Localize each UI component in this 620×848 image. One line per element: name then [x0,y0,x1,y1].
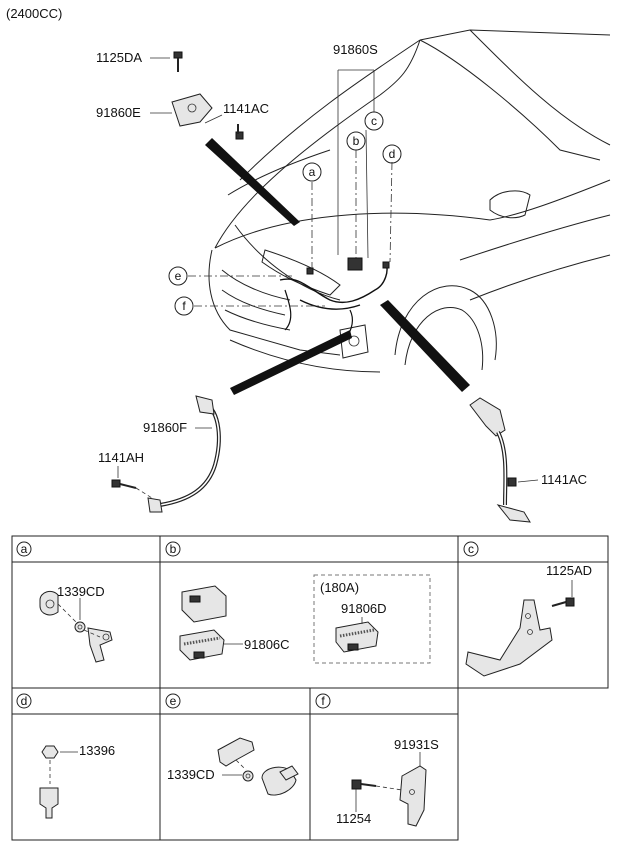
bolt-icon [507,477,517,487]
svg-text:d: d [21,694,28,708]
bolt-icon [173,51,183,72]
svg-text:a: a [21,542,28,556]
part-label-91860E: 91860E [96,105,141,120]
battery-terminal-icon [171,93,213,127]
panel-b-part-91806C: 91806C [244,637,290,652]
panel-f-drawing [351,765,427,827]
callout-d: d [382,144,402,164]
panel-e-part-1339CD: 1339CD [167,767,215,782]
engine-label: (2400CC) [6,6,62,21]
variant-box-180A [313,574,431,664]
svg-text:e: e [170,694,177,708]
part-label-91860S: 91860S [333,42,378,57]
callout-a: a [302,162,322,182]
panel-a-header: a [16,541,32,557]
svg-text:d: d [389,147,396,161]
bolt-icon [235,124,244,140]
car-illustration [188,29,611,395]
panel-e-header: e [165,693,181,709]
panel-b-part-91806D: 91806D [341,601,387,616]
panel-f-part-11254: 11254 [336,811,371,826]
panel-a-drawing [39,590,113,663]
callout-b: b [346,131,366,151]
svg-text:f: f [182,299,186,313]
ground-cable-91860F [147,395,221,513]
panel-a-part-1339CD: 1339CD [57,584,105,599]
svg-text:e: e [175,269,182,283]
bolt-icon [111,479,153,499]
callout-e: e [168,266,188,286]
svg-text:f: f [321,694,325,708]
svg-text:c: c [371,114,377,128]
part-label-1125DA: 1125DA [96,50,142,65]
svg-text:a: a [309,165,316,179]
panel-d-drawing [39,745,59,819]
part-label-1141AC-top: 1141AC [223,101,269,116]
panel-d-part-13396: 13396 [79,743,115,758]
callout-f: f [174,296,194,316]
svg-text:c: c [468,542,474,556]
panel-f-header: f [315,693,331,709]
panel-b-variant-label: (180A) [320,580,359,595]
detail-grid [11,535,609,841]
part-label-1141AH: 1141AH [98,450,144,465]
svg-text:b: b [353,134,360,148]
part-label-1141AC-right: 1141AC [541,472,587,487]
panel-f-part-91931S: 91931S [394,737,439,752]
panel-b-drawing [179,585,227,661]
panel-b-variant-drawing [335,617,379,653]
panel-c-part-1125AD: 1125AD [546,563,592,578]
panel-e-drawing [217,737,299,796]
panel-c-header: c [463,541,479,557]
panel-d-header: d [16,693,32,709]
svg-text:b: b [170,542,177,556]
ground-cable-right [469,397,531,523]
callout-c: c [364,111,384,131]
panel-c-drawing [465,580,575,677]
part-label-91860F: 91860F [143,420,187,435]
panel-b-header: b [165,541,181,557]
